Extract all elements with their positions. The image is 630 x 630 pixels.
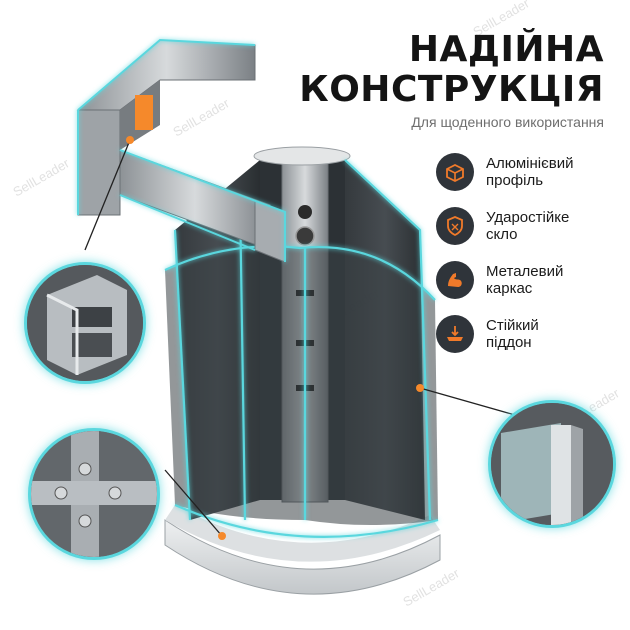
feature-label-line: профіль [486, 172, 544, 189]
aluminum-profile-closeup [24, 262, 146, 384]
feature-label: Металевий каркас [486, 263, 563, 297]
aluminum-profile-icon [436, 153, 474, 191]
feature-aluminum-profile: Алюмінієвий профіль [436, 150, 616, 194]
feature-label-line: каркас [486, 280, 533, 297]
headline-line-2: КОНСТРУКЦІЯ [299, 69, 604, 110]
headline-subtitle: Для щоденного використання [411, 114, 604, 130]
feature-metal-frame: Металевий каркас [436, 258, 616, 302]
feature-label-line: піддон [486, 334, 532, 351]
glass-edge-closeup [488, 400, 616, 528]
feature-label-line: скло [486, 226, 518, 243]
shield-icon [436, 207, 474, 245]
feature-label: Ударостійке скло [486, 209, 569, 243]
feature-label-line: Ударостійке [486, 209, 570, 226]
feature-impact-glass: Ударостійке скло [436, 204, 616, 248]
metal-frame-closeup [28, 428, 160, 560]
feature-label: Стійкий піддон [486, 317, 539, 351]
headline-line-1: НАДІЙНА [408, 29, 604, 70]
feature-label: Алюмінієвий профіль [486, 155, 573, 189]
flexed-arm-icon [436, 261, 474, 299]
feature-label-line: Стійкий [486, 317, 539, 334]
headline-block: НАДІЙНА КОНСТРУКЦІЯ Для щоденного викори… [299, 29, 604, 131]
feature-stable-tray: Стійкий піддон [436, 312, 616, 356]
feature-label-line: Металевий [486, 263, 564, 280]
feature-label-line: Алюмінієвий [486, 155, 574, 172]
tray-icon [436, 315, 474, 353]
